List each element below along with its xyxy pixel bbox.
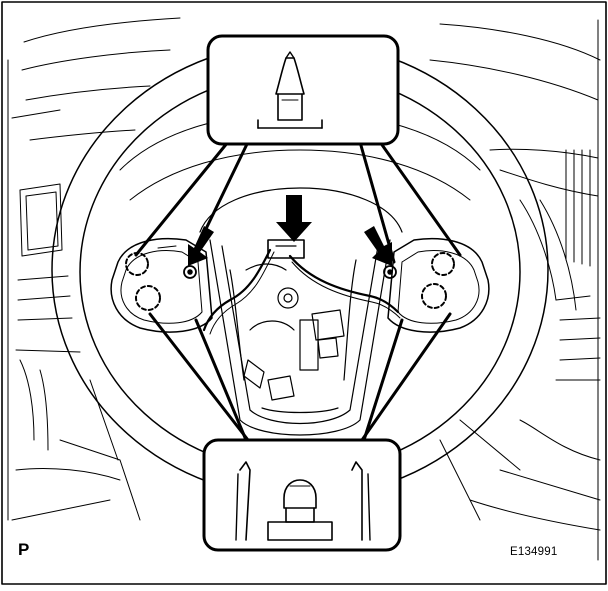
steering-hub [199,187,403,436]
bottom-detail-callout [202,438,402,552]
dashboard-background [7,17,601,561]
clip-claw-icon [431,252,455,276]
top-detail-callout [206,34,400,146]
arrow-down-icon [364,226,392,266]
screw-icon [383,265,397,279]
right-steering-switch [383,237,490,333]
connector-icon [267,239,305,259]
arrow-down-icon [276,195,312,242]
arrows [188,195,392,266]
clip-claw-icon [135,285,161,311]
view-code-label: P [18,540,30,559]
figure-id-label: E134991 [510,546,558,558]
callout-lines [134,140,462,442]
screw-icon [183,265,197,279]
clip-claw-icon [421,283,447,309]
arrow-down-icon [188,226,214,266]
